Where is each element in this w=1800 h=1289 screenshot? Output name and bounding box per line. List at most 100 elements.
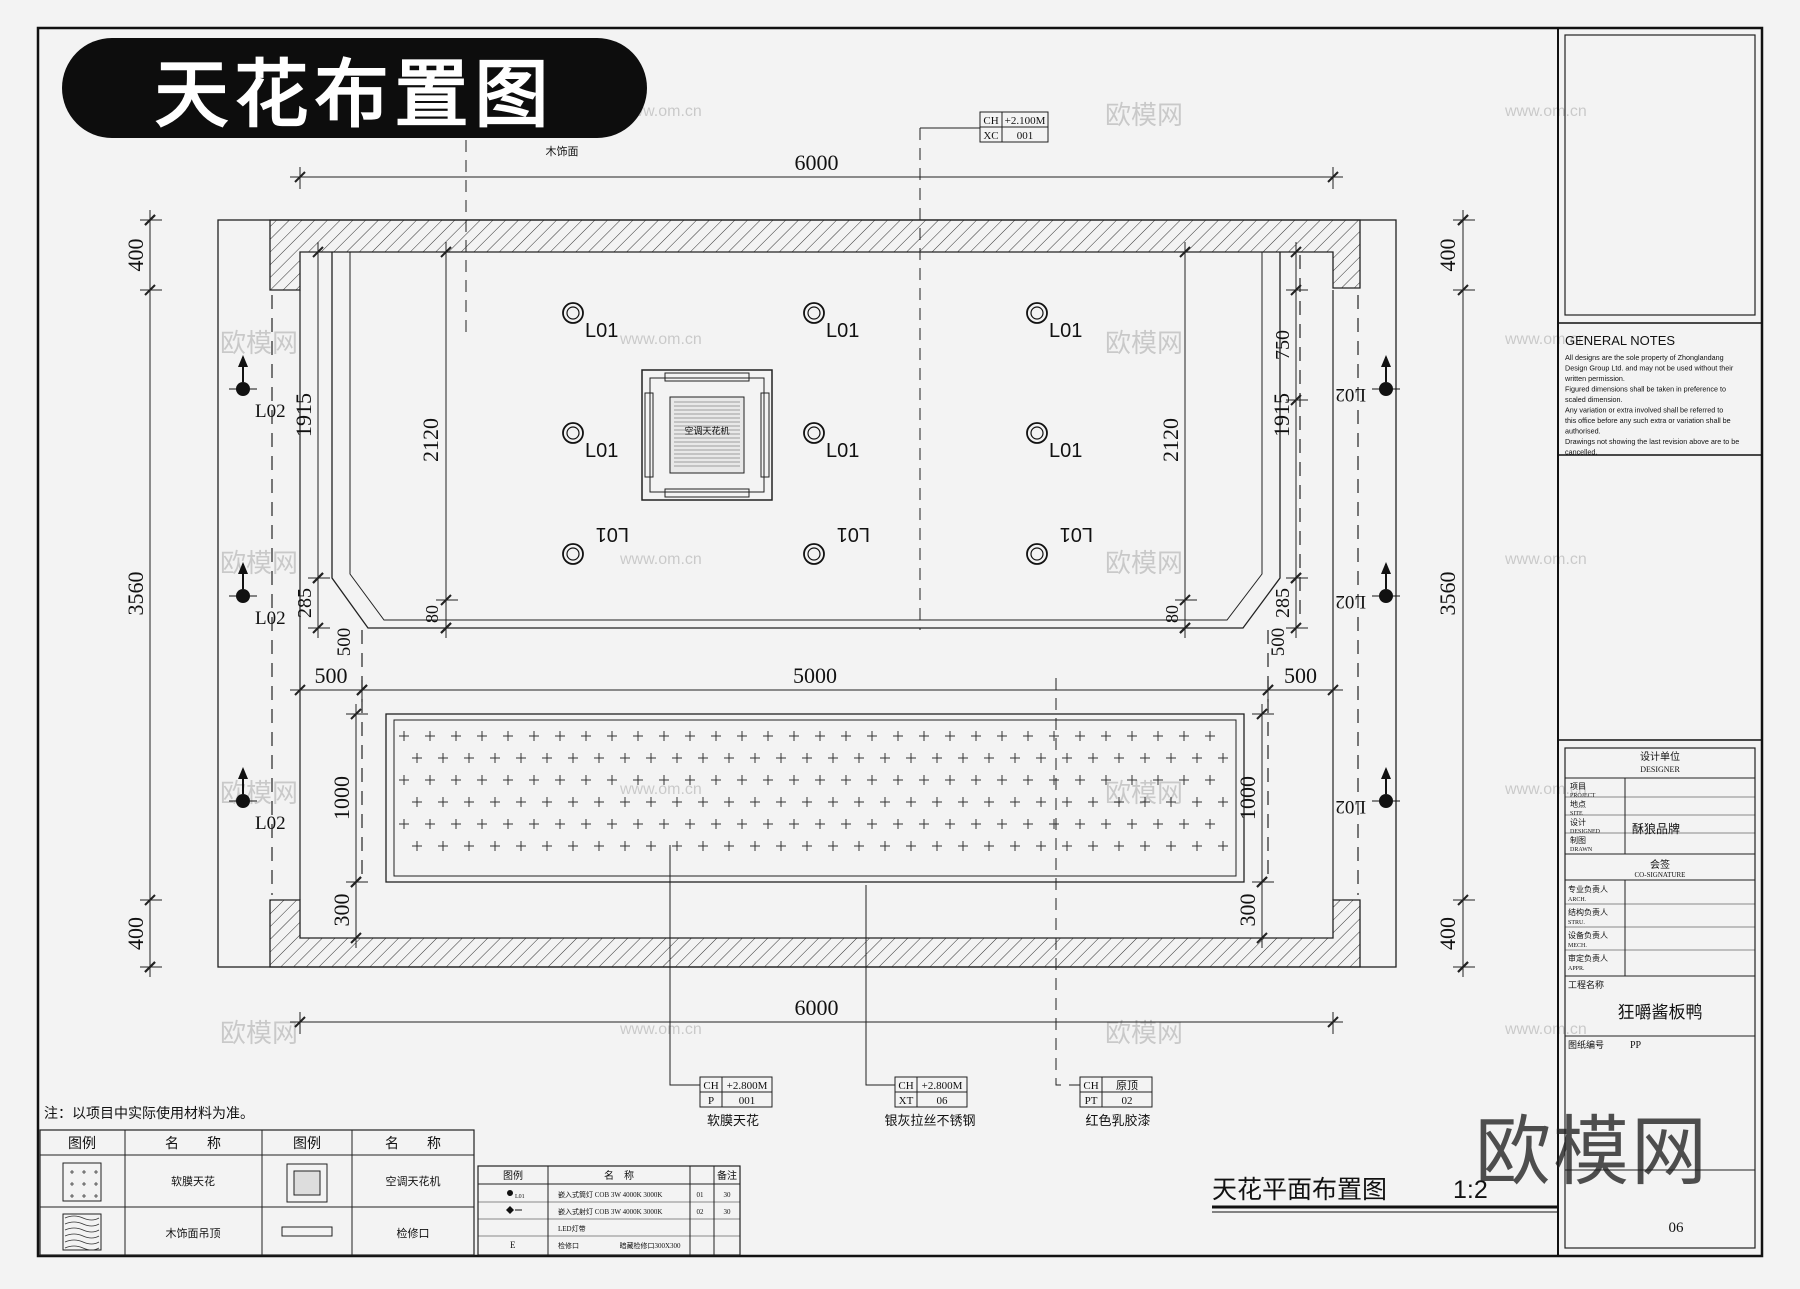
cross-mark [1088,797,1098,807]
cross-mark [1140,797,1150,807]
cross-mark [958,753,968,763]
cross-mark [724,797,734,807]
cross-mark [1075,819,1085,829]
cross-mark [568,797,578,807]
downlight-icon [1026,422,1048,444]
cross-mark [737,775,747,785]
dim-right-bottom: 400 [1435,917,1460,950]
cross-mark [594,753,604,763]
cross-mark [1205,819,1215,829]
cross-mark [776,753,786,763]
watermark-text: 欧模网 [1105,778,1183,808]
general-notes-line: All designs are the sole property of Zho… [1565,353,1724,362]
cross-mark [620,841,630,851]
cross-mark [880,841,890,851]
downlight-icon [803,302,825,324]
callout-number: 001 [739,1095,756,1107]
cross-mark [633,731,643,741]
cross-mark [698,797,708,807]
dim-left-285: 285 [294,588,316,618]
callout-type: PT [1085,1095,1098,1107]
top-callout-caption: 木饰面 [546,144,579,158]
cross-mark [1036,841,1046,851]
cross-mark [1062,797,1072,807]
downlight-icon [562,543,584,565]
cross-mark [1140,841,1150,851]
legend2-item-name: 嵌入式筒灯 COB 3W 4000K 3000K [558,1190,662,1199]
watermark-text: 欧模网 [1105,328,1183,358]
cross-mark [425,819,435,829]
light-label: L01 [1060,523,1093,545]
general-notes-line: Figured dimensions shall be taken in pre… [1565,385,1726,394]
cross-mark [438,797,448,807]
title-block-brand: 酥狼品牌 [1632,821,1680,836]
cross-mark [438,753,448,763]
co-sign-row-en: APPR. [1568,966,1585,972]
cross-mark [464,797,474,807]
cross-mark [672,797,682,807]
cross-mark [555,731,565,741]
spotlight-icon [1372,767,1400,808]
cross-mark [607,819,617,829]
cross-mark [620,753,630,763]
cross-mark [516,753,526,763]
cross-mark [1192,841,1202,851]
cross-mark [594,841,604,851]
watermark-text: www.om.cn [619,1021,702,1038]
cross-mark [1010,753,1020,763]
ac-label: 空调天花机 [684,425,729,436]
cross-mark [659,731,669,741]
cross-mark [1218,841,1228,851]
cross-mark [1049,775,1059,785]
co-sign-row-en: STRU. [1568,920,1585,926]
cross-mark [1023,731,1033,741]
legend2-item-name: 嵌入式射灯 COB 3W 4000K 3000K [558,1207,662,1216]
legend-header: 图例 [293,1136,321,1152]
sheet-number: 06 [1669,1220,1685,1236]
cross-mark [880,753,890,763]
spotlight-icon [1372,562,1400,603]
cross-mark [763,819,773,829]
cross-mark [945,731,955,741]
cross-mark [685,731,695,741]
cross-mark [815,819,825,829]
legend2-item-name: 检修口 [558,1241,579,1250]
cross-mark [841,819,851,829]
downlight-icon [562,302,584,324]
cross-mark [1205,731,1215,741]
cross-mark [737,819,747,829]
material-note: 注：以项目中实际使用材料为准。 [44,1105,254,1122]
cross-mark [607,731,617,741]
access-panel-swatch [281,1226,333,1237]
cross-mark [932,753,942,763]
dim-top-width: 6000 [795,150,839,175]
cross-mark [1049,731,1059,741]
watermark-text: 欧模网 [1105,100,1183,130]
cross-mark [412,753,422,763]
legend-table-materials: 图例名 称图例名 称软膜天花空调天花机木饰面吊顶检修口 [39,1129,475,1256]
cross-mark [1062,753,1072,763]
light-label: L02 [255,401,286,422]
cross-mark [1010,797,1020,807]
soft-film-ceiling [399,731,1228,851]
cross-mark [1127,819,1137,829]
spotlight-icon [229,355,257,396]
downlight-icon [562,422,584,444]
title-block-header-cn: 设计单位 [1640,750,1680,763]
general-notes-line: scaled dimension. [1565,395,1623,404]
cross-mark [711,731,721,741]
cross-mark [893,819,903,829]
cross-mark [581,819,591,829]
callout-code: CH [703,1080,718,1092]
cross-mark [1179,775,1189,785]
cross-mark [1166,753,1176,763]
cross-mark [1153,731,1163,741]
cross-mark [1088,753,1098,763]
cross-mark [1062,841,1072,851]
watermark-text: www.om.cn [1504,331,1587,348]
cross-mark [672,753,682,763]
